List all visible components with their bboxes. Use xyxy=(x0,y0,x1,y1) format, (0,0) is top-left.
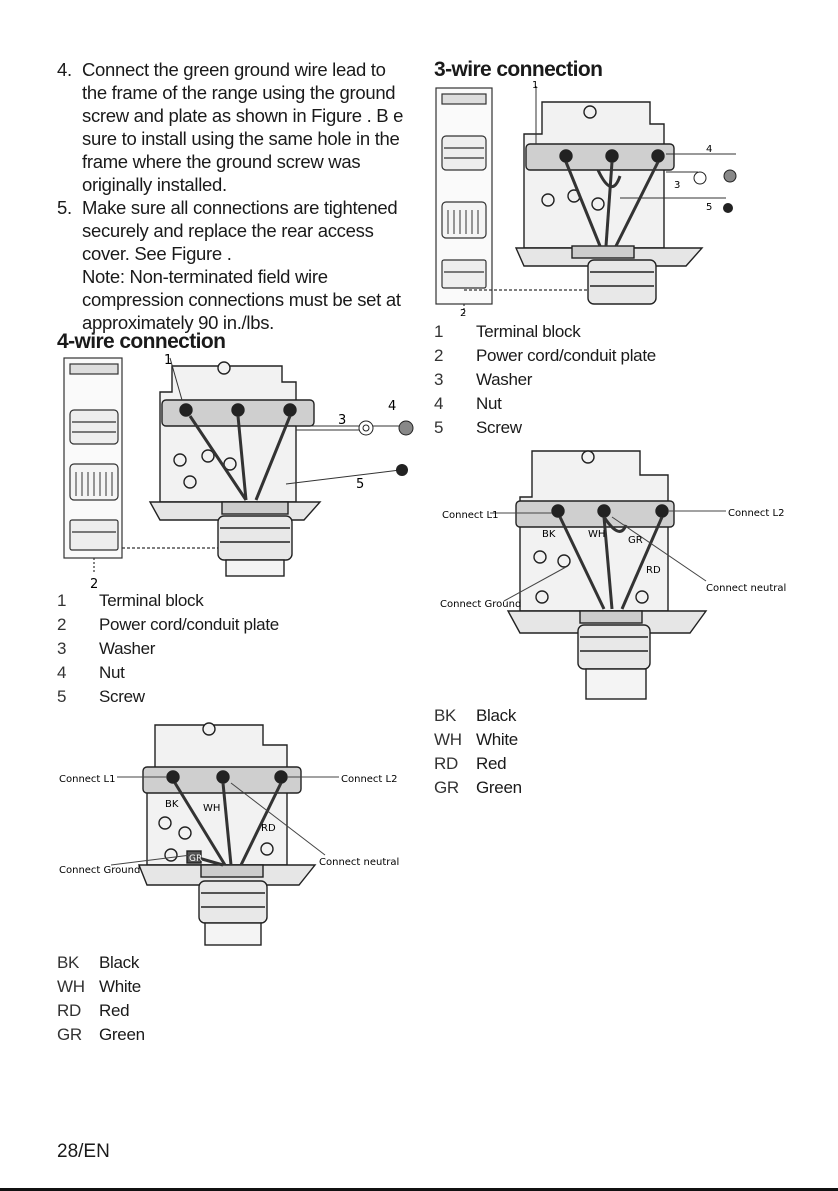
label-wh: WH xyxy=(588,529,605,540)
callout-1: 1 xyxy=(532,80,538,91)
four-wire-parts-figure: 1 2 3 4 5 xyxy=(63,353,414,592)
callout-4: 4 xyxy=(388,399,396,414)
legend-key: WH xyxy=(57,977,85,996)
legend-label: Green xyxy=(476,778,522,797)
legend-key: 4 xyxy=(57,663,67,682)
page-bottom-rule xyxy=(0,1188,838,1191)
section-title-4-wire: 4-wire connection xyxy=(57,330,226,353)
legend-key: RD xyxy=(57,1001,81,1020)
label-connect-l1: Connect L1 xyxy=(442,510,498,521)
step-number: 5. xyxy=(57,197,72,218)
legend-key: GR xyxy=(57,1025,82,1044)
step-number: 4. xyxy=(57,59,72,80)
three-wire-wiring-diagram: Connect L1 Connect L2 Connect neutral Co… xyxy=(440,450,786,700)
legend-label: Power cord/conduit plate xyxy=(99,615,279,634)
three-wire-parts-figure: 1 2 3 4 5 xyxy=(435,80,737,319)
callout-2: 2 xyxy=(460,308,466,319)
label-rd: RD xyxy=(646,565,661,576)
section-title-3-wire: 3-wire connection xyxy=(434,58,603,81)
legend-label: Black xyxy=(476,706,517,725)
step-text: Connect the green ground wire lead to th… xyxy=(82,59,404,195)
legend-label: Terminal block xyxy=(99,591,204,610)
legend-key: BK xyxy=(57,953,80,972)
label-connect-neutral: Connect neutral xyxy=(319,857,399,868)
step-text: Make sure all connections are tightened … xyxy=(82,197,398,264)
legend-label: Nut xyxy=(99,663,125,682)
step-4: 4. Connect the green ground wire lead to… xyxy=(57,58,407,196)
legend-label: Green xyxy=(99,1025,145,1044)
legend-label: Screw xyxy=(476,418,522,437)
legend-label: Nut xyxy=(476,394,502,413)
legend-key: 1 xyxy=(434,322,444,341)
legend-label: Red xyxy=(99,1001,130,1020)
legend-key: 3 xyxy=(434,370,444,389)
legend-key: 2 xyxy=(57,615,67,634)
legend-key: 1 xyxy=(57,591,67,610)
callout-3: 3 xyxy=(674,180,680,191)
legend-key: RD xyxy=(434,754,458,773)
four-wire-wiring-diagram: Connect L1 Connect L2 Connect neutral Co… xyxy=(59,722,399,946)
legend-label: Red xyxy=(476,754,507,773)
legend-label: White xyxy=(476,730,518,749)
label-connect-ground: Connect Ground xyxy=(59,865,140,876)
legend-key: 4 xyxy=(434,394,444,413)
legend-key: 2 xyxy=(434,346,444,365)
legend-label: White xyxy=(99,977,141,996)
legend-key: 5 xyxy=(434,418,444,437)
label-connect-neutral: Connect neutral xyxy=(706,583,786,594)
page-number: 28/EN xyxy=(57,1141,110,1162)
label-connect-l2: Connect L2 xyxy=(341,774,397,785)
label-connect-l2: Connect L2 xyxy=(728,508,784,519)
legend-key: 3 xyxy=(57,639,67,658)
legend-key: 5 xyxy=(57,687,67,706)
step-5: 5. Make sure all connections are tighten… xyxy=(57,196,407,265)
note-text: Note: Non-terminated field wire compress… xyxy=(82,266,401,333)
legend-key: WH xyxy=(434,730,462,749)
label-gr: GR xyxy=(189,854,202,864)
label-wh: WH xyxy=(203,803,220,814)
label-bk: BK xyxy=(165,799,179,810)
legend-key: GR xyxy=(434,778,459,797)
legend-key: BK xyxy=(434,706,457,725)
legend-label: Washer xyxy=(99,639,156,658)
legend-label: Power cord/conduit plate xyxy=(476,346,656,365)
callout-3: 3 xyxy=(338,413,346,428)
callout-2: 2 xyxy=(90,577,98,592)
label-rd: RD xyxy=(261,823,276,834)
callout-1: 1 xyxy=(164,353,172,368)
legend-label: Black xyxy=(99,953,140,972)
label-gr: GR xyxy=(628,535,643,546)
label-connect-l1: Connect L1 xyxy=(59,774,115,785)
step-note: Note: Non-terminated field wire compress… xyxy=(57,265,407,334)
legend-label: Screw xyxy=(99,687,145,706)
callout-4: 4 xyxy=(706,144,712,155)
label-connect-ground: Connect Ground xyxy=(440,599,521,610)
label-bk: BK xyxy=(542,529,556,540)
legend-label: Washer xyxy=(476,370,533,389)
legend-label: Terminal block xyxy=(476,322,581,341)
callout-5: 5 xyxy=(356,477,364,492)
callout-5: 5 xyxy=(706,202,712,213)
